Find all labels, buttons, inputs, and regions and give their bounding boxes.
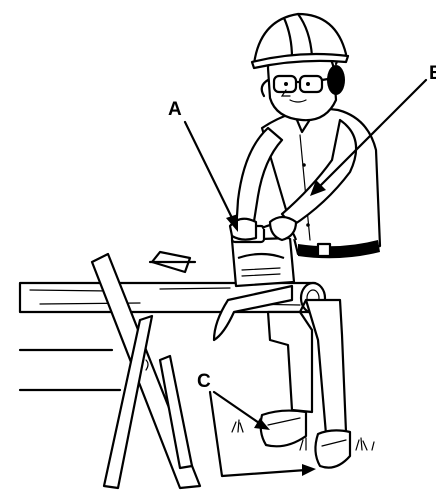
callout-arrow-a: [185, 122, 238, 232]
hard-hat: [252, 14, 348, 68]
callout-label-a: A: [168, 100, 182, 119]
callout-label-c: C: [197, 372, 211, 391]
ground-lines: [20, 350, 120, 390]
sawhorse-back: [150, 252, 195, 272]
callout-label-b: B: [429, 64, 436, 83]
